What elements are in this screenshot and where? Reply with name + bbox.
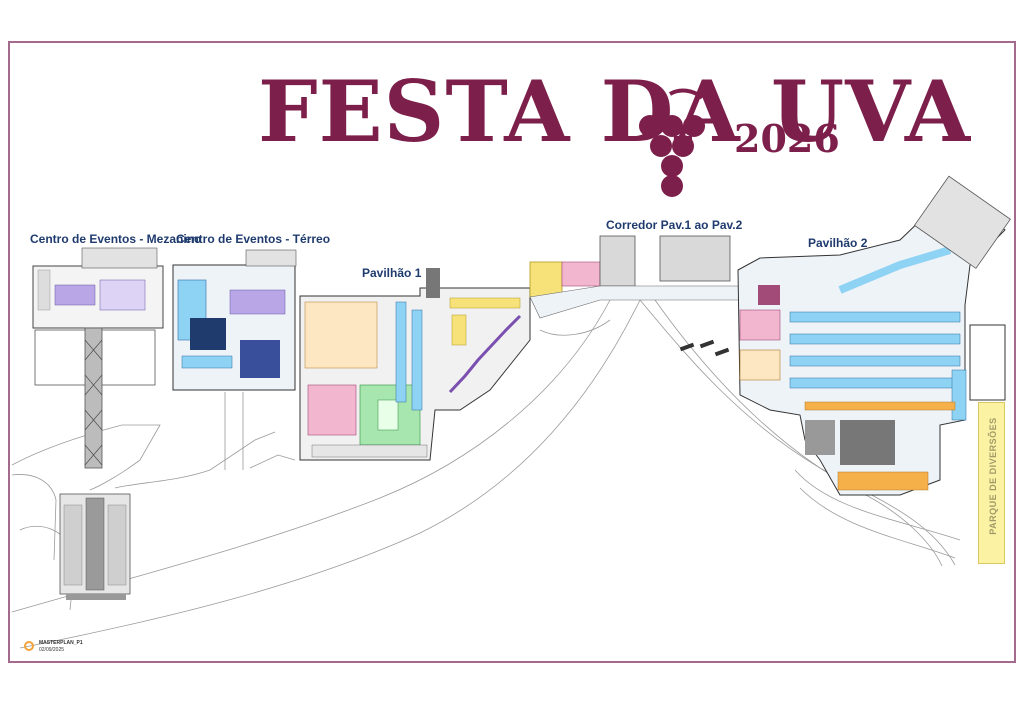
grape-berry — [661, 155, 683, 177]
title-year: 2026 — [734, 116, 840, 161]
map-frame — [8, 41, 1016, 663]
grape-berry — [650, 135, 672, 157]
label-pavilhao-1: Pavilhão 1 — [362, 266, 422, 280]
grape-berry — [683, 115, 705, 137]
credit-name: MASTERPLAN_P1 — [39, 640, 83, 646]
masterplan-logo-icon — [24, 641, 34, 651]
pavilhao-2-building[interactable] — [737, 175, 1011, 496]
label-pavilhao-2: Pavilhão 2 — [808, 236, 868, 250]
grape-cluster-icon — [639, 88, 705, 197]
parque-de-diversoes-area[interactable]: PARQUE DE DIVERSÕES — [978, 402, 1005, 564]
lower-building[interactable] — [59, 493, 131, 600]
grape-berry — [639, 115, 661, 137]
corredor-building[interactable] — [529, 235, 741, 357]
title-text: FESTA DA UVA — [258, 62, 971, 161]
label-terreo: Centro de Eventos - Térreo — [176, 232, 331, 246]
grape-berry — [672, 135, 694, 157]
grape-berry — [661, 175, 683, 197]
grape-berry — [661, 115, 683, 137]
label-parque: PARQUE DE DIVERSÕES — [988, 417, 998, 535]
mezanino-building[interactable] — [32, 247, 164, 469]
terreo-building[interactable] — [172, 249, 297, 391]
label-corredor: Corredor Pav.1 ao Pav.2 — [606, 218, 743, 232]
festival-title: FESTA DA UVA 2026 — [258, 66, 970, 197]
credit-date: 02/09/2025 — [39, 647, 65, 653]
pavilhao-1-building[interactable] — [299, 268, 531, 461]
label-mezanino: Centro de Eventos - Mezanino — [30, 232, 202, 246]
